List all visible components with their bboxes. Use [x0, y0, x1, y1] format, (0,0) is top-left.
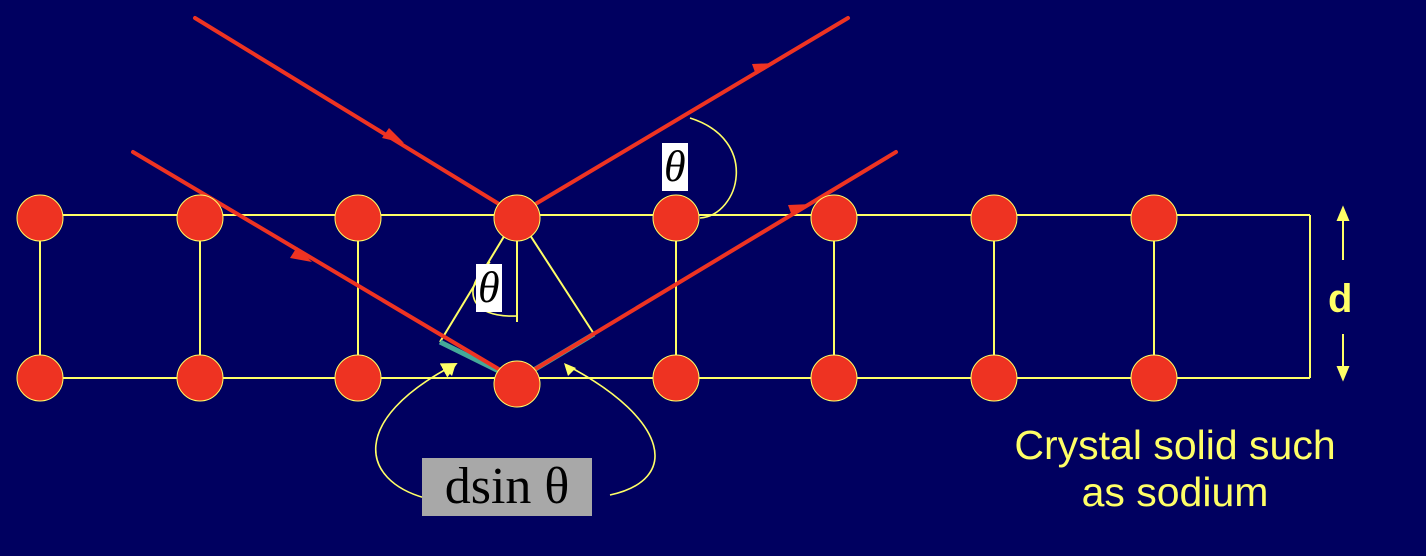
atom	[493, 194, 541, 242]
ray-arrow-icon	[290, 247, 312, 262]
theta-label-mid: θ	[476, 263, 502, 312]
atom	[176, 194, 224, 242]
reflected-ray-top	[515, 16, 850, 217]
atom	[652, 354, 700, 402]
atom	[970, 354, 1018, 402]
ray-arrow-icon	[788, 204, 812, 216]
caption-line: as sodium	[1081, 469, 1269, 515]
ray-arrows	[290, 63, 812, 262]
atom	[1130, 194, 1178, 242]
x-ray-beams	[131, 16, 898, 382]
atom	[334, 194, 382, 242]
atom	[970, 194, 1018, 242]
arrow-up-icon	[1336, 205, 1350, 221]
caption: Crystal solid such as sodium	[960, 422, 1390, 516]
spacing-label: d	[1328, 277, 1353, 321]
pointer-curve-left	[375, 363, 458, 499]
atoms	[16, 194, 1178, 408]
theta-arc-top	[689, 117, 738, 219]
caption-line: Crystal solid such	[1014, 422, 1336, 468]
atom	[16, 354, 64, 402]
arrow-down-icon	[1336, 366, 1350, 382]
ray-arrow-icon	[382, 128, 404, 143]
atom	[176, 354, 224, 402]
reflected-ray-bottom	[515, 150, 898, 382]
atom	[810, 194, 858, 242]
path-difference-label: dsin θ	[422, 458, 592, 516]
incident-ray-bottom	[131, 150, 519, 382]
ray-arrow-icon	[752, 63, 776, 75]
atom	[810, 354, 858, 402]
atom	[493, 360, 541, 408]
atom	[652, 194, 700, 242]
pointer-curve-right	[567, 365, 656, 496]
spacing-arrows	[1336, 205, 1350, 382]
atom	[16, 194, 64, 242]
pointer-arrowhead-right	[564, 363, 576, 376]
atom	[334, 354, 382, 402]
atom	[1130, 354, 1178, 402]
incident-ray-top	[193, 16, 519, 217]
angle-arcs	[375, 117, 738, 499]
theta-label-top: θ	[662, 142, 688, 191]
pointer-arrowhead-left	[444, 363, 456, 376]
